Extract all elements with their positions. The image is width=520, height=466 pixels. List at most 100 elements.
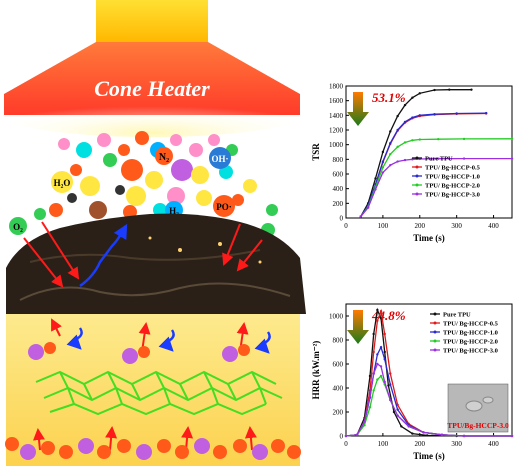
data-point xyxy=(372,389,375,392)
legend-label: TPU/ Bg-HCCP-3.0 xyxy=(425,192,480,199)
data-point xyxy=(383,350,386,354)
data-point xyxy=(403,158,407,162)
data-point xyxy=(389,383,392,386)
y-axis-label: TSR xyxy=(311,143,321,161)
x-tick-label: 100 xyxy=(378,222,389,230)
data-point xyxy=(383,332,386,336)
data-point xyxy=(440,433,444,436)
data-point xyxy=(396,408,399,411)
data-point xyxy=(389,130,392,133)
gas-label-oh: OH· xyxy=(209,147,231,169)
data-point xyxy=(344,434,348,438)
reduction-arrow xyxy=(347,310,369,344)
condensed-particles xyxy=(5,342,301,460)
reduction-arrow-shape xyxy=(347,310,369,344)
data-point xyxy=(448,88,451,91)
data-point xyxy=(425,434,429,437)
x-tick-label: 300 xyxy=(451,222,462,230)
data-point xyxy=(379,365,383,368)
data-point xyxy=(381,166,385,169)
y-tick-label: 200 xyxy=(333,200,344,208)
y-tick-label: 800 xyxy=(333,156,344,164)
data-point xyxy=(389,142,392,145)
data-point xyxy=(418,138,421,141)
data-point xyxy=(389,164,392,167)
data-point xyxy=(462,137,466,141)
heat-glow xyxy=(2,93,302,137)
y-tick-label: 600 xyxy=(333,361,344,369)
sem-bubble xyxy=(482,396,494,404)
data-point xyxy=(355,433,359,436)
data-point xyxy=(379,346,383,349)
data-point xyxy=(376,378,379,381)
mechanism-schematic: Cone Heater xyxy=(2,0,306,466)
data-point xyxy=(418,92,421,95)
data-point xyxy=(510,157,514,160)
data-point xyxy=(381,150,385,154)
data-point xyxy=(418,114,421,117)
legend-label: TPU/ Bg-HCCP-0.5 xyxy=(443,321,499,328)
data-point xyxy=(510,137,514,140)
data-point xyxy=(374,177,377,180)
plot-frame xyxy=(345,85,513,219)
series-line xyxy=(360,157,512,217)
svg-text:N₂: N₂ xyxy=(159,152,169,163)
x-tick-label: 300 xyxy=(451,440,462,448)
legend-marker xyxy=(415,192,419,196)
y-tick-label: 1200 xyxy=(329,127,344,135)
data-point xyxy=(396,114,399,118)
data-point xyxy=(411,158,414,161)
legend-marker xyxy=(433,312,437,316)
legend-label: TPU/ Bg-HCCP-1.0 xyxy=(443,330,498,337)
data-point xyxy=(396,414,399,417)
legend-marker xyxy=(433,339,437,343)
reduction-arrow xyxy=(347,92,369,126)
data-point xyxy=(462,157,466,160)
x-tick-label: 200 xyxy=(415,440,426,448)
legend-marker xyxy=(415,156,419,160)
data-point xyxy=(381,171,385,174)
data-point xyxy=(484,111,488,115)
data-point xyxy=(407,425,410,428)
reduction-label: 44.8% xyxy=(371,308,406,323)
series-line xyxy=(360,89,472,217)
gas-label-n2: N₂ xyxy=(155,147,173,165)
y-tick-label: 800 xyxy=(333,337,344,345)
legend-label: TPU/ Bg-HCCP-2.0 xyxy=(443,339,498,346)
data-point xyxy=(422,431,425,434)
data-point xyxy=(376,353,379,356)
data-point xyxy=(411,139,414,142)
reduction-label: 53.1% xyxy=(372,90,406,105)
data-point xyxy=(366,206,370,209)
sem-bubble xyxy=(465,400,483,412)
data-point xyxy=(462,434,466,438)
data-point xyxy=(411,96,414,99)
svg-text:H₂: H₂ xyxy=(169,206,179,216)
y-tick-label: 1400 xyxy=(329,112,344,120)
data-point xyxy=(383,380,386,384)
x-tick-label: 400 xyxy=(488,222,499,230)
y-tick-label: 400 xyxy=(333,385,344,393)
data-point xyxy=(433,88,436,92)
data-point xyxy=(437,137,440,141)
y-tick-label: 1000 xyxy=(329,141,344,149)
legend-label: TPU/ Bg-HCCP-0.5 xyxy=(425,165,481,172)
data-point xyxy=(437,157,440,160)
x-axis-label: Time (s) xyxy=(413,451,445,461)
data-point xyxy=(372,332,375,336)
data-point xyxy=(363,424,366,427)
data-point xyxy=(510,434,514,438)
y-tick-label: 0 xyxy=(340,215,344,223)
data-point xyxy=(376,319,379,322)
data-point xyxy=(403,120,407,124)
legend-label: Pure TPU xyxy=(443,312,471,319)
y-tick-label: 1000 xyxy=(329,313,344,321)
data-point xyxy=(396,145,399,149)
x-tick-label: 100 xyxy=(378,440,389,448)
legend-label: Pure TPU xyxy=(425,156,453,163)
data-point xyxy=(455,112,458,115)
y-tick-label: 1800 xyxy=(329,83,344,91)
